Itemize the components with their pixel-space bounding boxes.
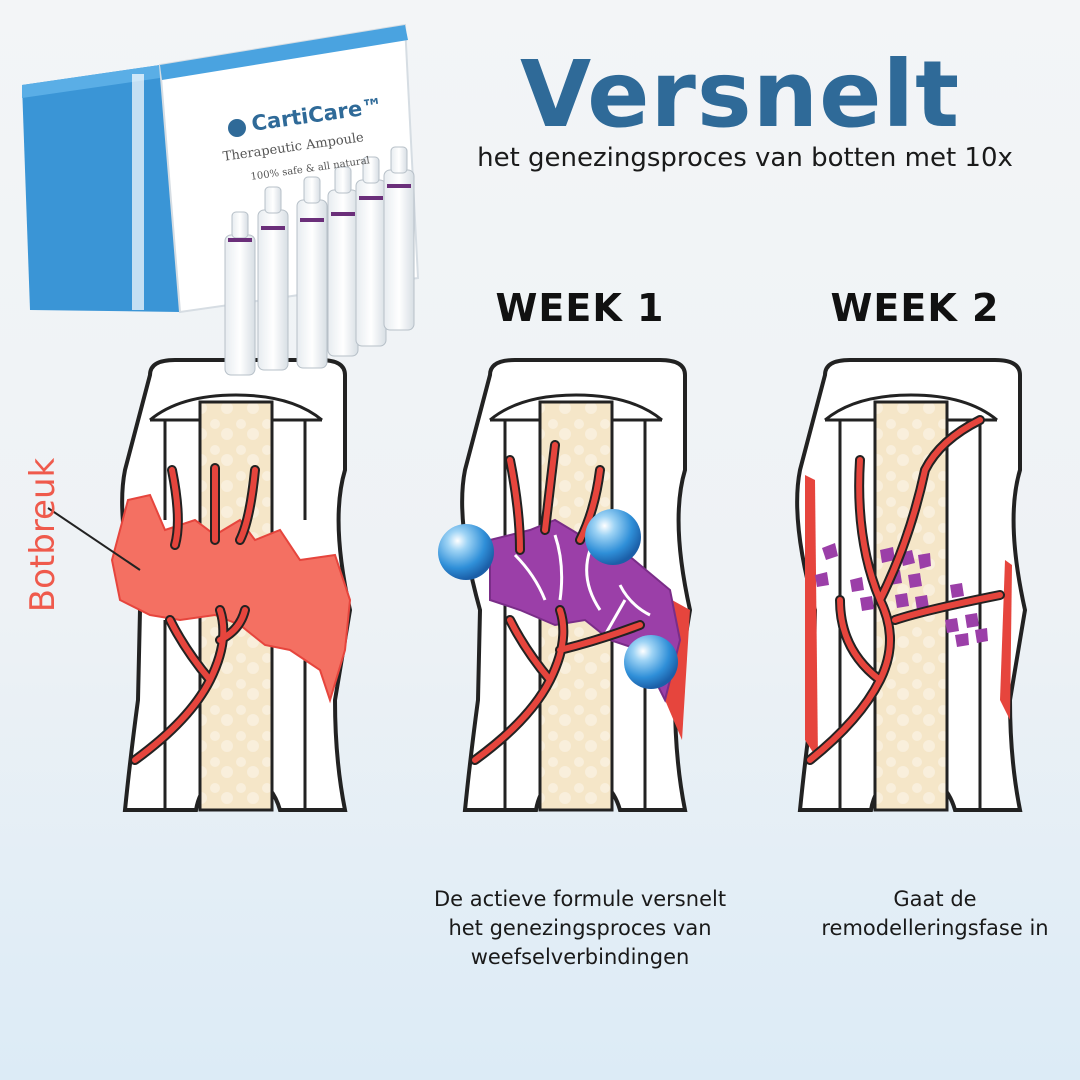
bone-week2: [795, 358, 1028, 812]
week2-caption: Gaat de remodelleringsfase in: [790, 885, 1080, 943]
week2-label: WEEK 2: [830, 286, 1000, 330]
active-particle: [585, 509, 641, 565]
active-particle: [438, 524, 494, 580]
caption-line: De actieve formule versnelt: [433, 887, 727, 911]
bone-week1: [438, 358, 693, 812]
caption-line: het genezingsproces van: [448, 916, 712, 940]
headline: Versnelt: [519, 41, 961, 148]
week1-label: WEEK 1: [495, 286, 665, 330]
caption-line: Gaat de: [893, 887, 977, 911]
caption-line: remodelleringsfase in: [821, 916, 1049, 940]
subheadline: het genezingsproces van botten met 10x: [477, 143, 1013, 173]
fracture-label: Botbreuk: [23, 457, 63, 613]
bone-fracture: [47, 358, 353, 812]
ampoule-set: [224, 146, 415, 376]
week1-caption: De actieve formule versnelt het genezing…: [395, 885, 765, 972]
caption-line: weefselverbindingen: [470, 945, 690, 969]
active-particle: [624, 635, 678, 689]
